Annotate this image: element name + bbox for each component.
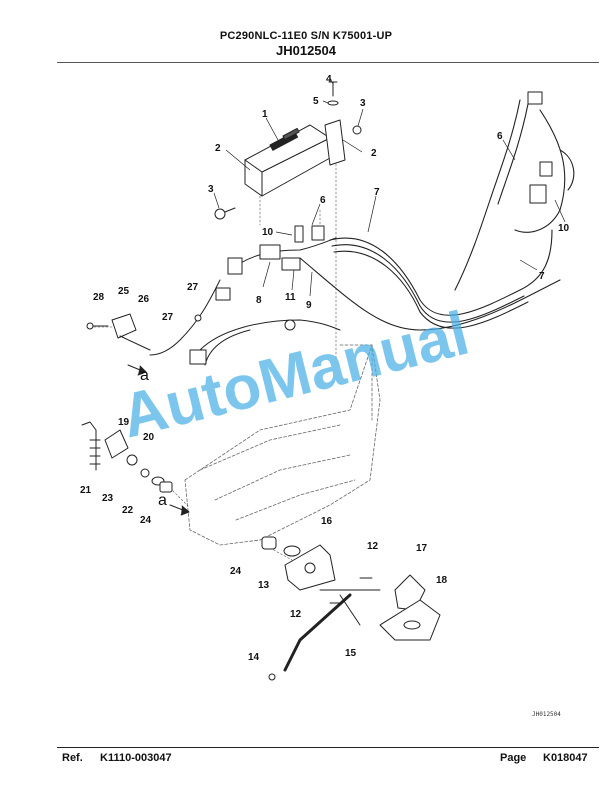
model-title: PC290NLC-11E0 S/N K75001-UP xyxy=(219,30,393,42)
ref-label: Ref. xyxy=(62,752,83,764)
callout-24: 24 xyxy=(140,515,152,526)
callout-8: 8 xyxy=(256,295,262,306)
callout-17: 17 xyxy=(416,543,428,554)
ref-value: K1110-003047 xyxy=(100,752,172,764)
callout-19: 19 xyxy=(118,417,130,428)
callout-11: 11 xyxy=(285,292,296,303)
callout-13: 13 xyxy=(258,580,270,591)
connector xyxy=(539,161,553,177)
arrow-label-a: a xyxy=(158,492,167,509)
lock-lever-assembly xyxy=(81,421,301,557)
callout-28: 28 xyxy=(93,292,105,303)
bolt xyxy=(352,125,362,135)
sensor-assembly xyxy=(86,313,151,351)
callout-18: 18 xyxy=(436,575,448,586)
callout-6: 6 xyxy=(320,195,326,206)
callout-23: 23 xyxy=(102,493,114,504)
arrow-a-2 xyxy=(169,504,190,516)
callout-22: 22 xyxy=(122,505,134,516)
callout-2: 2 xyxy=(371,148,377,159)
connector xyxy=(529,184,547,204)
callout-7: 7 xyxy=(539,271,545,282)
arrow-label-a: a xyxy=(140,367,149,384)
connector xyxy=(527,91,543,105)
callout-27: 27 xyxy=(187,282,199,293)
sub-harness xyxy=(149,225,341,366)
callout-10: 10 xyxy=(558,223,570,234)
callout-26: 26 xyxy=(138,294,150,305)
callout-12: 12 xyxy=(367,541,379,552)
callout-25: 25 xyxy=(118,286,130,297)
callout-5: 5 xyxy=(313,96,319,107)
callout-16: 16 xyxy=(321,516,333,527)
callout-27: 27 xyxy=(162,312,174,323)
bolt xyxy=(214,208,226,220)
callout-20: 20 xyxy=(143,432,155,443)
callout-1: 1 xyxy=(262,109,268,120)
controller-box xyxy=(244,124,331,197)
illustration-code: JH012504 xyxy=(276,43,336,58)
callout-14: 14 xyxy=(248,652,260,663)
callout-3: 3 xyxy=(360,98,366,109)
screw xyxy=(328,81,338,97)
callout-2: 2 xyxy=(215,143,221,154)
callout-7: 7 xyxy=(374,187,380,198)
callout-24: 24 xyxy=(230,566,242,577)
callout-6: 6 xyxy=(497,131,503,142)
callout-21: 21 xyxy=(80,485,92,496)
callout-9: 9 xyxy=(306,300,312,311)
callout-10: 10 xyxy=(262,227,274,238)
control-lever-assembly xyxy=(268,544,441,681)
top-rule xyxy=(57,62,599,63)
callout-4: 4 xyxy=(326,74,332,85)
callout-3: 3 xyxy=(208,184,214,195)
page-label: Page xyxy=(500,752,527,764)
mounting-bracket xyxy=(324,119,346,166)
callout-labels: 1 2 2 3 3 4 5 6 6 7 7 8 9 10 10 11 12 12… xyxy=(80,74,570,663)
arrow-a-1 xyxy=(127,364,147,376)
image-code: JH012504 xyxy=(532,711,561,718)
frame-outline xyxy=(184,344,381,546)
bottom-rule xyxy=(57,747,599,748)
page-value: K018047 xyxy=(543,752,588,764)
callout-15: 15 xyxy=(345,648,357,659)
washer xyxy=(327,100,339,106)
callout-12: 12 xyxy=(290,609,302,620)
